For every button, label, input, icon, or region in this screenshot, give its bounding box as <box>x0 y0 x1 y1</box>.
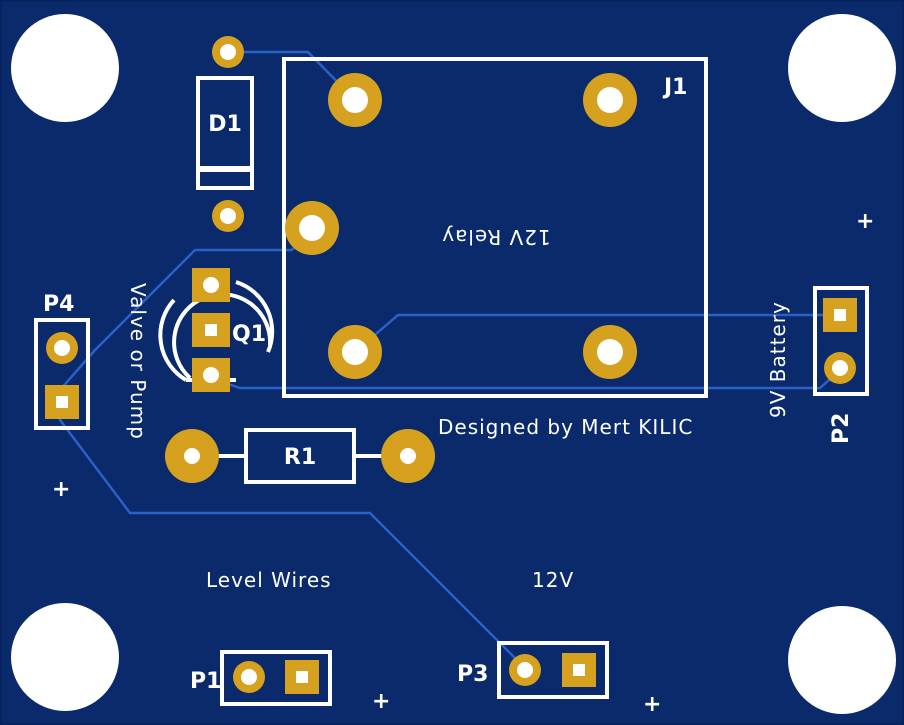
label-designer: Designed by Mert KILIC <box>438 415 693 439</box>
mounting-hole-bottom-right <box>788 606 896 714</box>
label-d1: D1 <box>208 112 242 137</box>
mounting-hole-top-right <box>788 14 896 122</box>
label-relay: 12V Relay <box>441 225 550 249</box>
label-p4: P4 <box>43 292 74 317</box>
label-j1: J1 <box>662 75 688 100</box>
mounting-hole-bottom-left <box>11 603 119 711</box>
relay-pads <box>285 73 637 379</box>
label-valve: Valve or Pump <box>126 283 150 440</box>
p3-outline <box>497 641 609 699</box>
q1-pads <box>192 268 230 392</box>
label-r1: R1 <box>284 445 316 470</box>
plus-p4: + <box>52 477 70 502</box>
label-p1: P1 <box>190 669 221 694</box>
plus-p3: + <box>643 692 661 717</box>
label-q1: Q1 <box>232 322 266 347</box>
label-battery: 9V Battery <box>766 301 790 418</box>
p2-outline <box>813 286 869 396</box>
r1-body <box>244 428 356 484</box>
label-level-wires: Level Wires <box>206 568 332 592</box>
d1-cathode-band <box>198 166 252 172</box>
plus-p2: + <box>856 209 874 234</box>
d1-outline <box>196 76 254 190</box>
relay-outline <box>282 57 708 398</box>
label-p2: P2 <box>829 413 854 444</box>
label-p3: P3 <box>457 662 488 687</box>
mounting-hole-top-left <box>11 14 119 122</box>
plus-p1: + <box>372 689 390 714</box>
p1-outline <box>220 650 332 706</box>
label-12v: 12V <box>532 568 574 592</box>
p4-outline <box>34 318 90 430</box>
